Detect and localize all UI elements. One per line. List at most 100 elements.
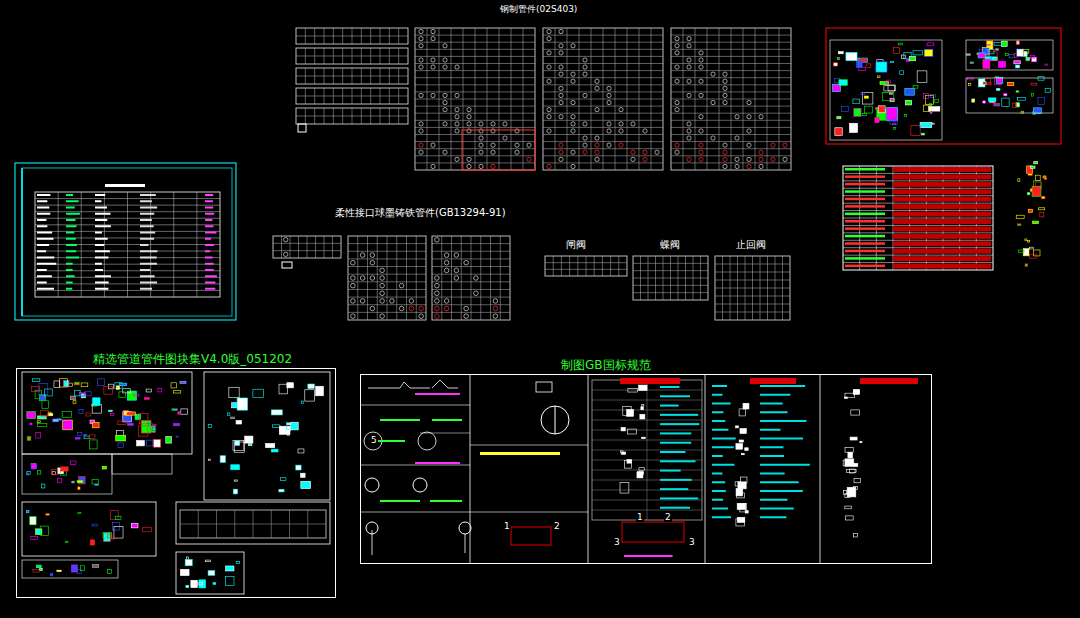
block-symbols xyxy=(26,511,151,545)
table-fill xyxy=(893,212,991,217)
table-grid xyxy=(296,108,408,124)
block-symbols xyxy=(966,41,1047,69)
heading-text: 蝶阀 xyxy=(660,238,682,252)
heading-text: 钢制管件(02S403) xyxy=(500,3,580,16)
table-grid xyxy=(273,236,341,258)
callout-number: 1 xyxy=(503,522,511,531)
frame xyxy=(622,522,684,542)
table-grid xyxy=(415,28,535,170)
table-text-bar xyxy=(845,250,885,253)
sample-line xyxy=(380,500,420,502)
callout-number: 3 xyxy=(613,538,621,547)
table-grid xyxy=(715,256,790,320)
table-text-bar xyxy=(845,242,885,245)
table-heading: 柔性接口球墨铸铁管件(GB13294-91) xyxy=(335,206,508,220)
table-grid xyxy=(592,380,702,520)
table-grid xyxy=(296,28,408,44)
frame xyxy=(22,560,118,578)
text-bars xyxy=(760,385,810,518)
block-symbols xyxy=(26,461,106,490)
table-text-bar xyxy=(845,205,885,208)
callout-number: 3 xyxy=(688,538,696,547)
table-text-bar xyxy=(845,183,885,186)
sample-line xyxy=(380,419,420,421)
index-circle xyxy=(365,478,379,492)
frame xyxy=(22,168,232,316)
divider-line xyxy=(21,168,23,316)
block-symbols xyxy=(27,379,188,449)
table-text-bar xyxy=(845,220,885,223)
table-fill xyxy=(893,234,991,239)
callout-number: 1 xyxy=(636,513,644,522)
text-bars xyxy=(712,385,736,518)
callout-number: 2 xyxy=(553,522,561,531)
block-symbols xyxy=(33,565,112,576)
index-circle xyxy=(413,478,427,492)
block-symbols xyxy=(735,403,749,526)
header-fill xyxy=(620,378,680,384)
block-symbols xyxy=(843,389,862,537)
table-text-bar xyxy=(845,168,885,171)
table-heading: 闸阀 xyxy=(566,238,588,252)
table-text-bar xyxy=(845,257,885,260)
frame xyxy=(176,502,330,544)
table-fill xyxy=(893,241,991,246)
heading-text: 止回阀 xyxy=(736,238,768,252)
detail-symbol xyxy=(459,522,471,534)
heading-text: 闸阀 xyxy=(566,238,588,252)
table-grid xyxy=(543,28,663,170)
divider-line xyxy=(360,512,588,513)
text-bars xyxy=(95,194,111,290)
table-grid xyxy=(296,68,408,84)
heading-text: 柔性接口球墨铸铁管件(GB13294-91) xyxy=(335,206,508,220)
table-grid xyxy=(180,510,326,538)
sample-line xyxy=(432,419,462,421)
table-grid xyxy=(296,88,408,104)
table-text-bar xyxy=(845,198,885,201)
callout-number: 5 xyxy=(370,436,378,445)
table-heading: 止回阀 xyxy=(736,238,768,252)
table-title-bar xyxy=(105,184,145,187)
block-panel: 精选管道管件图块集V4.0版_051202 xyxy=(16,368,336,598)
divider-line xyxy=(588,374,589,564)
frame xyxy=(15,163,236,320)
divider-line xyxy=(820,374,821,564)
table-fill xyxy=(893,204,991,209)
frame xyxy=(22,372,192,454)
frame xyxy=(826,28,1061,144)
table-fill xyxy=(893,264,991,269)
detail-symbol xyxy=(366,522,378,534)
table-text-bar xyxy=(845,227,885,230)
header-fill xyxy=(750,378,796,384)
sample-line xyxy=(415,393,460,395)
table-fill xyxy=(893,256,991,261)
block-symbols xyxy=(620,385,647,493)
heading-text: 精选管道管件图块集V4.0版_051202 xyxy=(93,351,292,368)
divider-line xyxy=(420,433,470,434)
block-symbols xyxy=(967,76,1050,114)
text-bars xyxy=(37,194,56,290)
table-heading: 钢制管件(02S403) xyxy=(500,3,580,16)
table-grid xyxy=(432,236,510,320)
block-symbols xyxy=(832,43,939,136)
table-fill xyxy=(893,197,991,202)
table-text-bar xyxy=(845,235,885,238)
heading-text: 制图GB国标规范 xyxy=(561,357,651,374)
text-bars xyxy=(624,555,673,557)
table-grid xyxy=(348,236,426,320)
table-grid xyxy=(671,28,791,170)
table-fill xyxy=(893,249,991,254)
frame xyxy=(830,40,942,140)
table-fill xyxy=(893,189,991,194)
index-circle xyxy=(418,432,436,450)
divider-line xyxy=(360,405,470,406)
north-arrow xyxy=(541,406,569,434)
divider-line xyxy=(465,534,466,553)
sample-line xyxy=(480,452,560,455)
divider-line xyxy=(470,374,471,564)
frame xyxy=(298,124,306,132)
table-fill xyxy=(893,219,991,224)
table-text-bar xyxy=(845,175,885,178)
